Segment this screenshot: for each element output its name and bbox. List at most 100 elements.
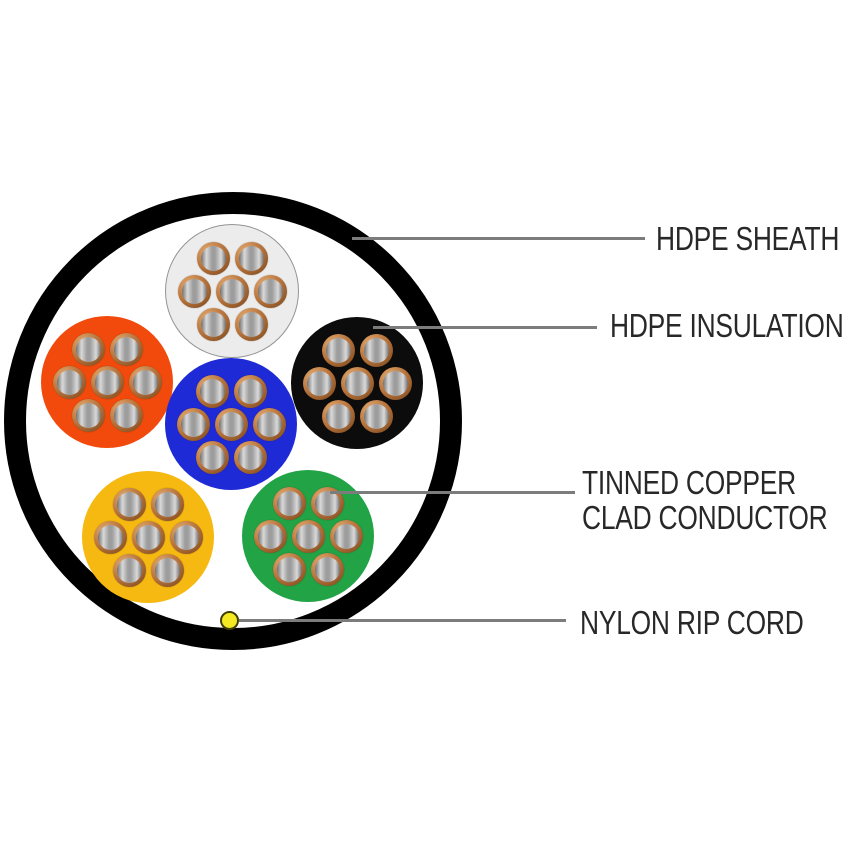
- strand-core: [276, 556, 302, 582]
- strand-core: [325, 403, 351, 429]
- core-bundle-green: [242, 470, 374, 602]
- strand-core: [256, 411, 282, 437]
- strand-core: [295, 523, 321, 549]
- tinned-copper-strand: [150, 553, 184, 587]
- tinned-copper-strand: [93, 520, 127, 554]
- strand-core: [132, 369, 158, 395]
- strand-core: [333, 523, 359, 549]
- tinned-copper-strand: [52, 365, 86, 399]
- tinned-copper-strand: [215, 274, 249, 308]
- tinned-copper-strand: [272, 486, 306, 520]
- tinned-copper-strand: [90, 365, 124, 399]
- label-nylon-rip-cord: NYLON RIP CORD: [580, 604, 804, 641]
- strand-core: [363, 337, 389, 363]
- strand-core: [363, 403, 389, 429]
- tinned-copper-strand: [128, 365, 162, 399]
- strand-core: [113, 402, 139, 428]
- tinned-copper-strand: [253, 274, 287, 308]
- core-bundle-black: [291, 317, 423, 449]
- leader-line-sheath: [352, 237, 645, 240]
- tinned-copper-strand: [302, 366, 336, 400]
- core-bundle-orange: [41, 316, 173, 448]
- tinned-copper-strand: [359, 333, 393, 367]
- tinned-copper-strand: [233, 440, 267, 474]
- tinned-copper-strand: [321, 399, 355, 433]
- strand-core: [382, 370, 408, 396]
- strand-core: [199, 444, 225, 470]
- strand-core: [306, 370, 332, 396]
- strand-core: [75, 402, 101, 428]
- tinned-copper-strand: [71, 398, 105, 432]
- leader-line-conductor: [330, 491, 575, 494]
- tinned-copper-strand: [291, 519, 325, 553]
- label-conductor-line2: CLAD CONDUCTOR: [582, 499, 828, 536]
- tinned-copper-strand: [177, 274, 211, 308]
- strand-core: [314, 490, 340, 516]
- strand-core: [113, 336, 139, 362]
- strand-core: [238, 245, 264, 271]
- strand-core: [97, 524, 123, 550]
- tinned-copper-strand: [214, 407, 248, 441]
- core-bundle-blue: [165, 358, 297, 490]
- core-bundle-white: [166, 225, 298, 357]
- tinned-copper-strand: [71, 332, 105, 366]
- strand-core: [154, 491, 180, 517]
- strand-core: [56, 369, 82, 395]
- tinned-copper-strand: [176, 407, 210, 441]
- strand-core: [181, 278, 207, 304]
- leader-line-ripcord: [239, 619, 566, 622]
- tinned-copper-strand: [252, 407, 286, 441]
- tinned-copper-strand: [378, 366, 412, 400]
- strand-core: [154, 557, 180, 583]
- strand-core: [218, 411, 244, 437]
- tinned-copper-strand: [112, 487, 146, 521]
- strand-core: [344, 370, 370, 396]
- strand-core: [238, 311, 264, 337]
- tinned-copper-strand: [234, 307, 268, 341]
- tinned-copper-strand: [131, 520, 165, 554]
- nylon-rip-cord-dot: [220, 611, 239, 630]
- tinned-copper-strand: [150, 487, 184, 521]
- tinned-copper-strand: [321, 333, 355, 367]
- strand-core: [276, 490, 302, 516]
- strand-core: [314, 556, 340, 582]
- leader-line-insulation: [373, 326, 597, 329]
- label-tinned-copper-clad-conductor: TINNED COPPER CLAD CONDUCTOR: [582, 465, 828, 535]
- strand-core: [257, 523, 283, 549]
- tinned-copper-strand: [196, 307, 230, 341]
- tinned-copper-strand: [329, 519, 363, 553]
- label-conductor-line1: TINNED COPPER: [582, 464, 796, 501]
- strand-core: [257, 278, 283, 304]
- tinned-copper-strand: [234, 241, 268, 275]
- tinned-copper-strand: [233, 374, 267, 408]
- strand-core: [94, 369, 120, 395]
- strand-core: [116, 491, 142, 517]
- core-bundle-yellow: [82, 471, 214, 603]
- strand-core: [135, 524, 161, 550]
- strand-core: [200, 311, 226, 337]
- label-hdpe-sheath: HDPE SHEATH: [656, 220, 840, 257]
- strand-core: [325, 337, 351, 363]
- tinned-copper-strand: [169, 520, 203, 554]
- strand-core: [116, 557, 142, 583]
- tinned-copper-strand: [359, 399, 393, 433]
- tinned-copper-strand: [112, 553, 146, 587]
- strand-core: [199, 378, 225, 404]
- tinned-copper-strand: [340, 366, 374, 400]
- tinned-copper-strand: [272, 552, 306, 586]
- tinned-copper-strand: [109, 332, 143, 366]
- strand-core: [219, 278, 245, 304]
- label-hdpe-insulation: HDPE INSULATION: [610, 307, 844, 344]
- strand-core: [180, 411, 206, 437]
- strand-core: [75, 336, 101, 362]
- strand-core: [237, 444, 263, 470]
- strand-core: [237, 378, 263, 404]
- strand-core: [200, 245, 226, 271]
- tinned-copper-strand: [195, 374, 229, 408]
- tinned-copper-strand: [196, 241, 230, 275]
- tinned-copper-strand: [253, 519, 287, 553]
- tinned-copper-strand: [310, 552, 344, 586]
- tinned-copper-strand: [109, 398, 143, 432]
- strand-core: [173, 524, 199, 550]
